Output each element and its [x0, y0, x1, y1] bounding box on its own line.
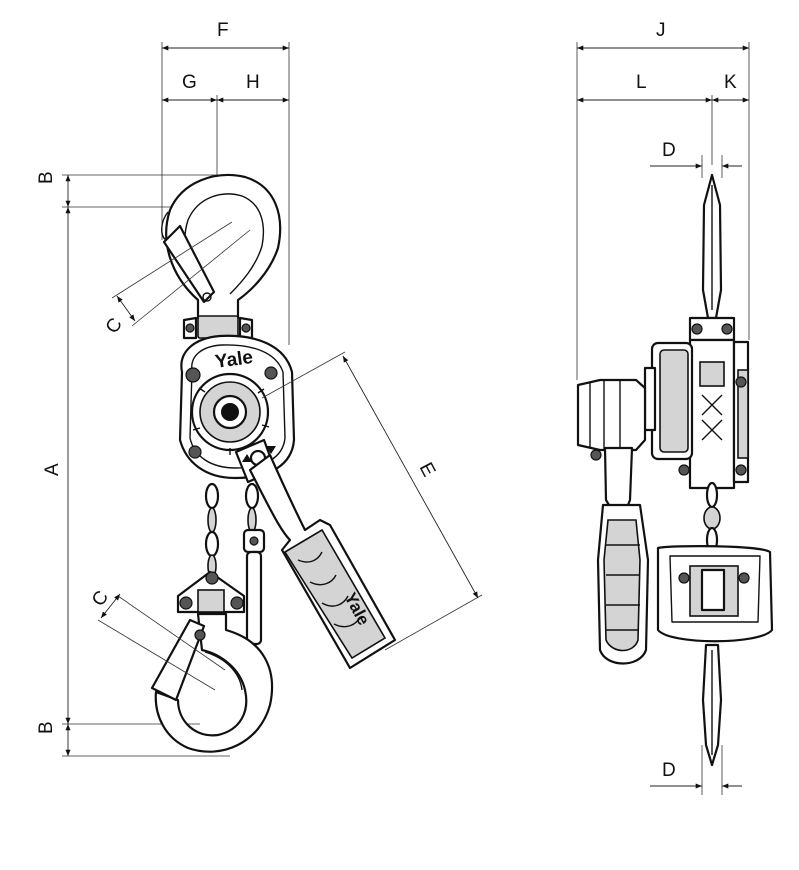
- dim-label-h: H: [246, 72, 260, 93]
- dim-label-j: J: [656, 20, 666, 41]
- front-view: Yale Yale: [36, 20, 483, 757]
- dim-label-g: G: [182, 72, 197, 93]
- dim-label-e: E: [415, 459, 439, 480]
- top-hook: [161, 173, 282, 320]
- ratchet-wheel: [190, 372, 270, 455]
- dim-label-d-bottom: D: [662, 760, 676, 781]
- dim-label-b-bottom: B: [36, 721, 57, 734]
- side-knob: [576, 378, 647, 452]
- side-lever-handle: [596, 446, 650, 665]
- dim-label-d-top: D: [662, 140, 676, 161]
- load-chain: [204, 482, 266, 646]
- dim-label-c-top: C: [102, 314, 127, 337]
- bottom-block: [176, 570, 246, 614]
- dim-label-a: A: [42, 463, 63, 476]
- dim-label-b-top: B: [36, 171, 57, 184]
- dim-label-f: F: [217, 20, 229, 41]
- front-extension-lines: [62, 42, 290, 757]
- top-swivel: [197, 315, 239, 339]
- lever-handle: Yale: [248, 453, 397, 670]
- dim-label-k: K: [724, 72, 737, 93]
- side-bottom-block: [656, 545, 774, 643]
- body-brand-logo: Yale: [214, 347, 255, 373]
- side-view: J L K D D: [576, 20, 774, 795]
- bottom-hook: [150, 612, 274, 753]
- dim-label-l: L: [636, 72, 647, 93]
